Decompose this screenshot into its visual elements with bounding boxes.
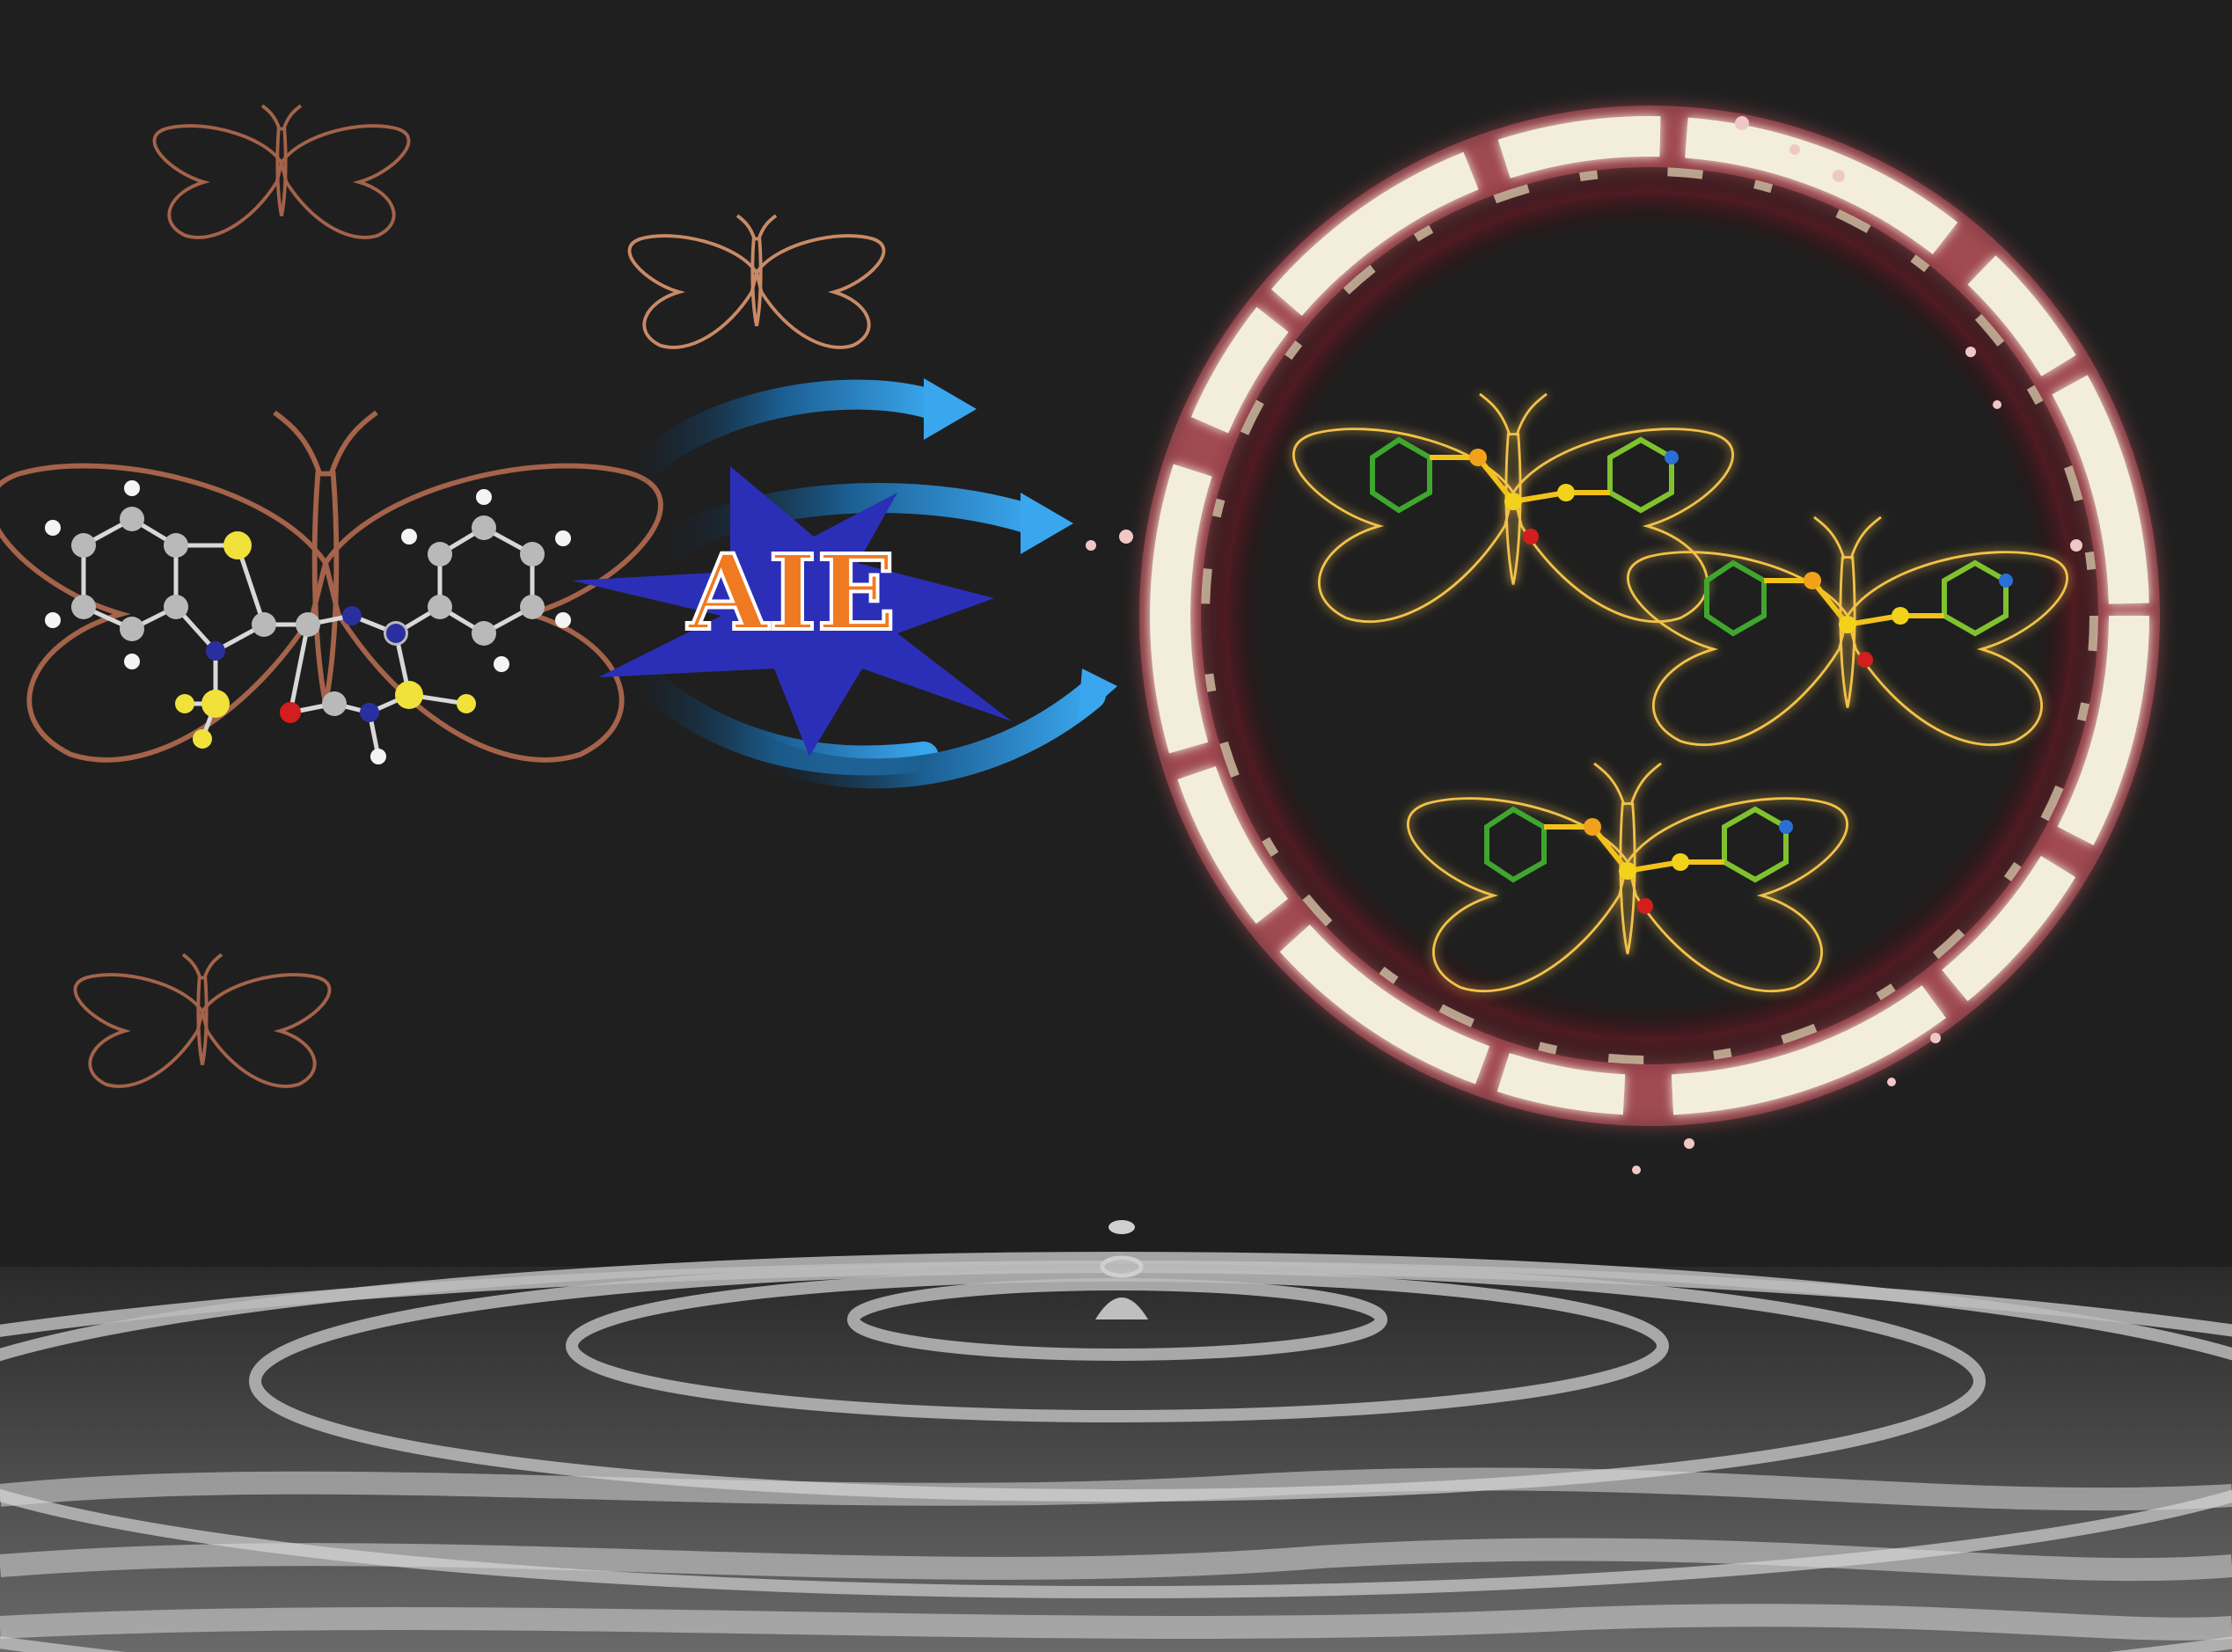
atoms [45,480,571,764]
burst-star-icon [572,466,1012,757]
water-surface [0,1252,2232,1652]
colored-molecule-1 [1370,436,1679,545]
water-drop [1095,1220,1148,1319]
aie-label: AIE [687,531,896,654]
colored-molecule-3 [1484,806,1793,914]
aggregate-ring [1139,106,2160,1126]
colored-molecule-2 [1704,559,2013,668]
arrowheads [924,378,1117,721]
molecule-butterfly [0,413,661,764]
transition-arrows [618,379,1106,789]
aie-burst [572,466,1012,757]
splash-droplets [1086,116,2082,1174]
